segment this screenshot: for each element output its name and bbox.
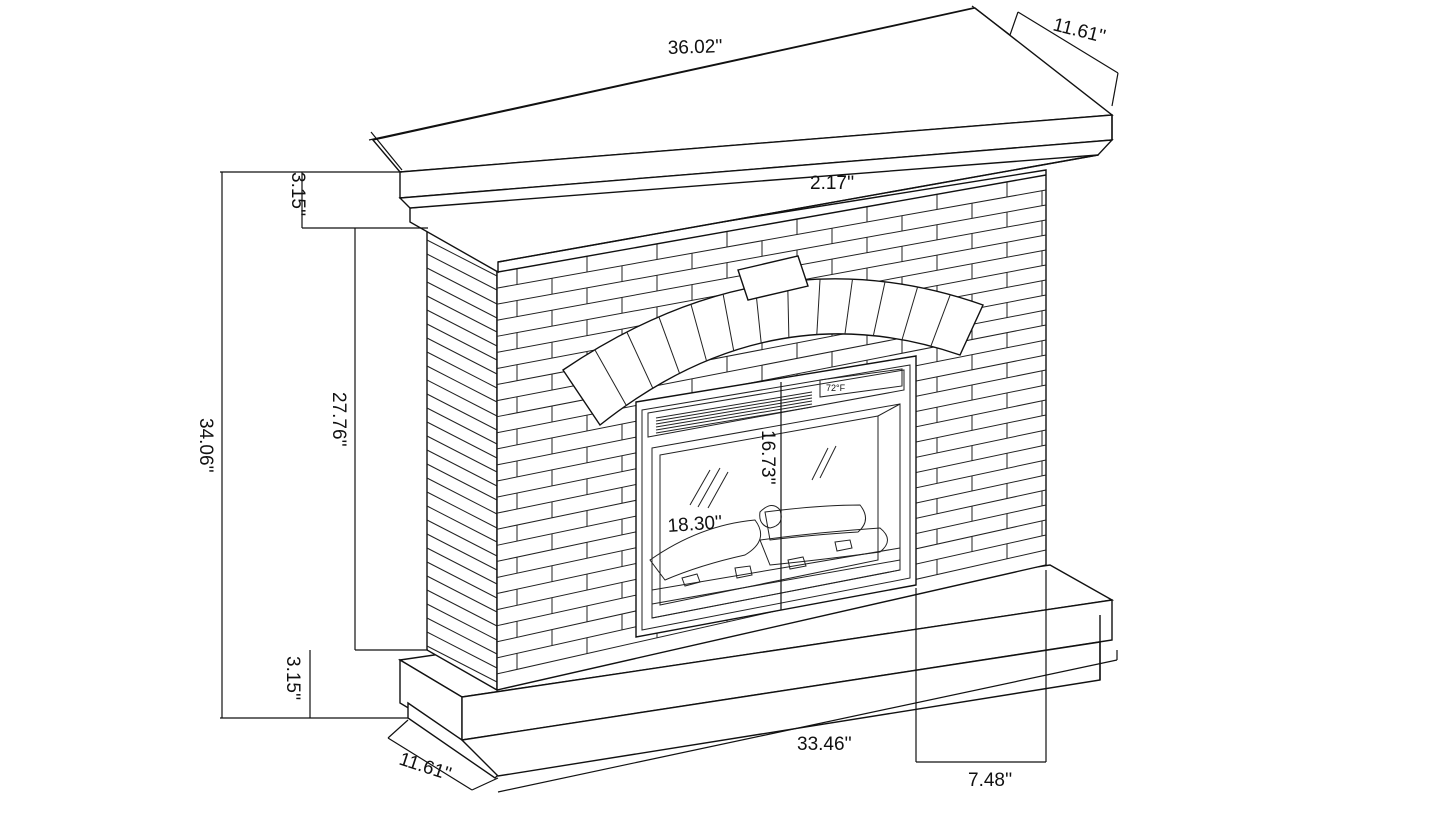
- side-stone-course: [426, 393, 498, 431]
- brick-course: [496, 189, 1047, 289]
- arch-stone-joint: [872, 281, 886, 336]
- side-stone-course: [426, 309, 498, 347]
- side-stone-course: [426, 575, 498, 613]
- side-stone-course: [426, 351, 498, 389]
- brick-course: [496, 204, 1047, 305]
- side-stone-course: [426, 645, 498, 683]
- label-mantel-width: 36.02'': [667, 36, 723, 59]
- arch-stone-joint: [626, 331, 654, 389]
- dimension-lines: [220, 5, 1119, 793]
- vent-slot: [655, 406, 813, 434]
- label-mantel-thickness: 2.17'': [810, 173, 854, 194]
- side-stone-course: [426, 323, 498, 361]
- side-stone-course: [426, 505, 498, 543]
- arch-stone-joint: [901, 286, 919, 340]
- side-stone-course: [426, 603, 498, 641]
- vent-slot: [655, 397, 813, 425]
- side-stone-course: [426, 463, 498, 501]
- label-base-height: 3.15'': [282, 656, 303, 700]
- side-stone-course: [426, 617, 498, 655]
- side-stone-course: [426, 253, 498, 291]
- side-stone-course: [426, 295, 498, 333]
- side-stone-course: [426, 267, 498, 305]
- stone-arch: [562, 255, 984, 427]
- side-stone-course: [426, 281, 498, 319]
- side-stone-course: [426, 631, 498, 669]
- side-stone-course: [426, 561, 498, 599]
- side-stone-course: [426, 519, 498, 557]
- vent-slot: [655, 394, 813, 422]
- arch-stone-joint: [816, 279, 821, 335]
- label-mantel-depth-top: 11.61'': [1051, 14, 1108, 47]
- arch-stone-joint: [722, 294, 735, 351]
- side-stone-course: [426, 365, 498, 403]
- label-insert-height: 16.73'': [757, 430, 778, 485]
- left-side-column: [426, 220, 498, 692]
- vent-slot: [655, 391, 813, 419]
- label-insert-width: 18.30'': [667, 512, 723, 537]
- arch-stone-joint: [844, 279, 853, 335]
- arch-stone-joint: [658, 316, 680, 374]
- side-stone-course: [426, 435, 498, 473]
- label-top-section-height: 3.15'': [287, 172, 308, 216]
- vent-slot: [655, 400, 813, 428]
- label-base-width: 33.46'': [797, 734, 852, 755]
- side-stone-course: [426, 589, 498, 627]
- mantel-shelf: [371, 7, 1114, 274]
- arch-stone-joint: [594, 349, 627, 406]
- side-stone-course: [426, 239, 498, 277]
- side-stone-course: [426, 547, 498, 585]
- label-hearth-projection: 7.48'': [968, 770, 1012, 791]
- vent-slot: [655, 403, 813, 431]
- side-stone-course: [426, 421, 498, 459]
- label-base-depth: 11.61'': [396, 749, 453, 785]
- side-stone-course: [426, 477, 498, 515]
- arch-stone-joint: [690, 304, 707, 361]
- side-stone-course: [426, 449, 498, 487]
- side-stone-course: [426, 379, 498, 417]
- side-stone-course: [426, 491, 498, 529]
- side-stone-course: [426, 533, 498, 571]
- control-panel-display: 72°F: [826, 383, 846, 393]
- label-overall-height: 34.06'': [195, 418, 216, 473]
- side-stone-course: [426, 337, 498, 375]
- label-middle-height: 27.76'': [328, 392, 349, 447]
- arch-stone-joint: [930, 294, 951, 347]
- fireplace-insert: [635, 355, 917, 638]
- side-stone-course: [426, 407, 498, 445]
